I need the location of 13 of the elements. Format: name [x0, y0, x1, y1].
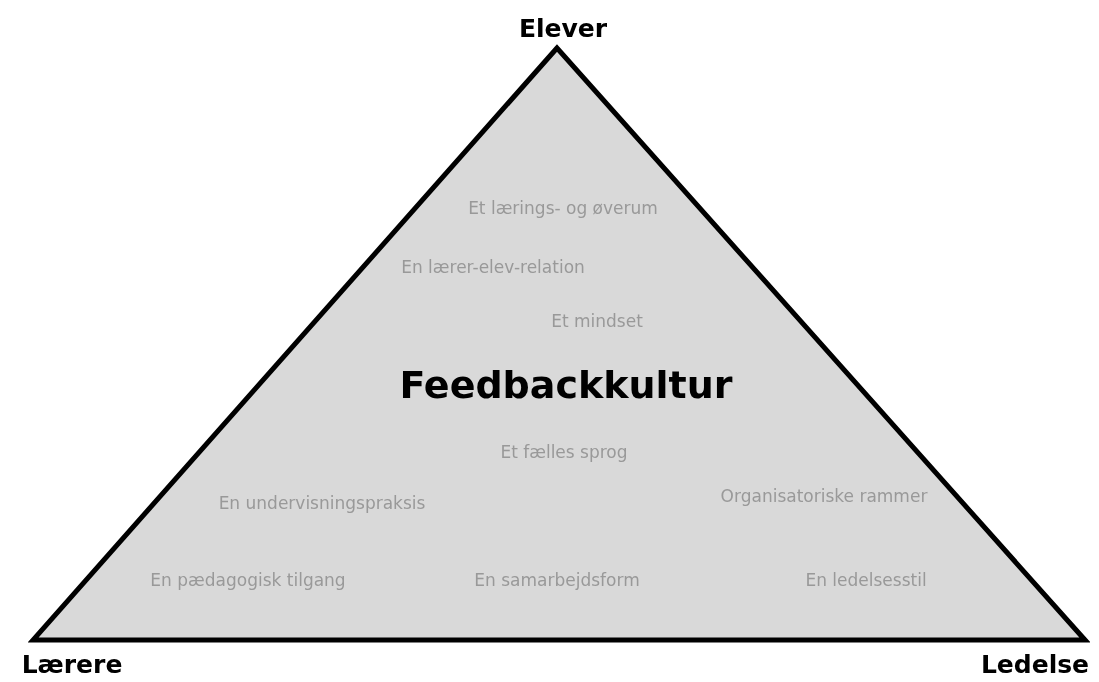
corner-label: Ledelse — [980, 649, 1090, 679]
factor-label: Et lærings- og øverum — [468, 198, 658, 218]
corner-label: Lærere — [21, 649, 123, 679]
factor-label: En lærer-elev-relation — [401, 257, 585, 277]
corner-label: Elever — [518, 13, 608, 43]
factor-label: En samarbejdsform — [474, 570, 640, 590]
factor-label: Et mindset — [551, 311, 643, 331]
factor-label: En pædagogisk tilgang — [150, 570, 346, 590]
factor-label: Et fælles sprog — [500, 442, 628, 462]
factor-label: En ledelsesstil — [805, 570, 927, 590]
factor-label: Organisatoriske rammer — [720, 486, 928, 506]
title-text: Feedbackkultur — [399, 363, 733, 407]
factor-label: En undervisningspraksis — [218, 493, 426, 513]
